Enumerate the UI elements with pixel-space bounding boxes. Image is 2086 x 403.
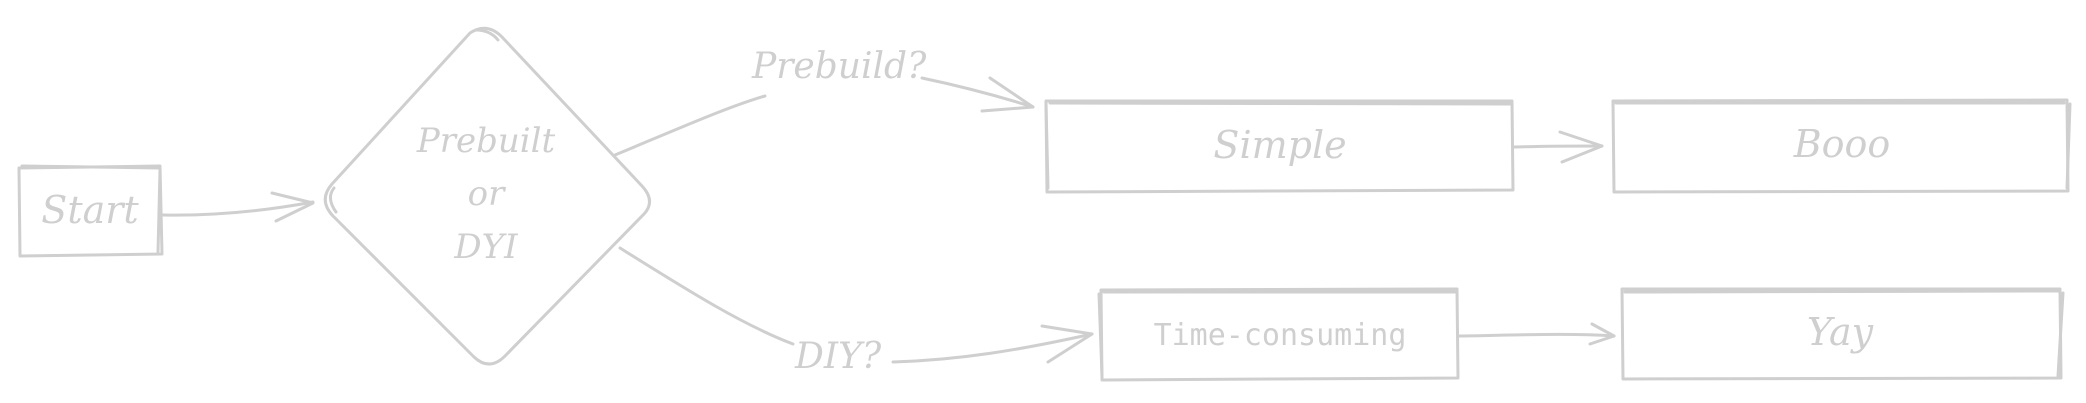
- edge-prebuild: Prebuild?: [613, 46, 1035, 157]
- node-yay-sketch: [1623, 289, 2065, 378]
- edge-time-to-yay-line: [1457, 332, 1616, 338]
- node-time-consuming-label: Time-consuming: [1154, 318, 1407, 353]
- edge-simple-to-booo-arrowhead: [1558, 130, 1604, 164]
- node-booo-label: Booo: [1793, 122, 1891, 166]
- node-decision-label-line-1: Prebuilt: [416, 121, 556, 161]
- edge-simple-to-booo-line: [1512, 144, 1604, 149]
- node-decision: Prebuilt or DYI: [323, 26, 651, 366]
- edge-start-to-decision: [161, 191, 315, 223]
- edge-start-to-decision-arrowhead: [270, 191, 315, 223]
- node-simple: Simple: [1044, 99, 1515, 194]
- edge-diy: DIY?: [618, 246, 1094, 377]
- node-booo-shape: [1611, 98, 2070, 194]
- node-simple-label: Simple: [1213, 123, 1346, 167]
- edge-start-to-decision-line: [161, 200, 315, 217]
- edge-diy-label: DIY?: [794, 336, 882, 377]
- node-booo: Booo: [1611, 98, 2072, 194]
- node-time-consuming-sketch: [1097, 290, 1457, 378]
- edge-diy-line-start: [618, 246, 795, 346]
- node-decision-label-line-2: or: [468, 174, 506, 214]
- node-decision-sketch: [329, 28, 500, 214]
- edge-time-to-yay-arrowhead: [1588, 322, 1616, 346]
- node-booo-sketch: [1614, 101, 2072, 190]
- node-simple-sketch: [1044, 101, 1512, 190]
- node-start: Start: [17, 164, 164, 258]
- edge-diy-line-end: [891, 332, 1094, 364]
- edge-diy-arrowhead: [1040, 324, 1094, 364]
- edge-simple-to-booo: [1512, 130, 1604, 164]
- edge-time-to-yay: [1457, 322, 1616, 346]
- node-time-consuming: Time-consuming: [1097, 287, 1460, 382]
- node-yay-shape: [1620, 287, 2063, 381]
- node-yay: Yay: [1620, 287, 2065, 381]
- node-decision-shape: [323, 26, 651, 366]
- node-start-label: Start: [41, 188, 139, 232]
- node-yay-label: Yay: [1807, 310, 1874, 354]
- edge-prebuild-line-start: [613, 94, 767, 157]
- edge-prebuild-label: Prebuild?: [751, 46, 927, 87]
- node-decision-label-line-3: DYI: [453, 227, 518, 267]
- edge-prebuild-line-end: [920, 76, 1035, 109]
- edge-prebuild-arrowhead: [980, 76, 1035, 113]
- node-start-sketch: [20, 164, 162, 254]
